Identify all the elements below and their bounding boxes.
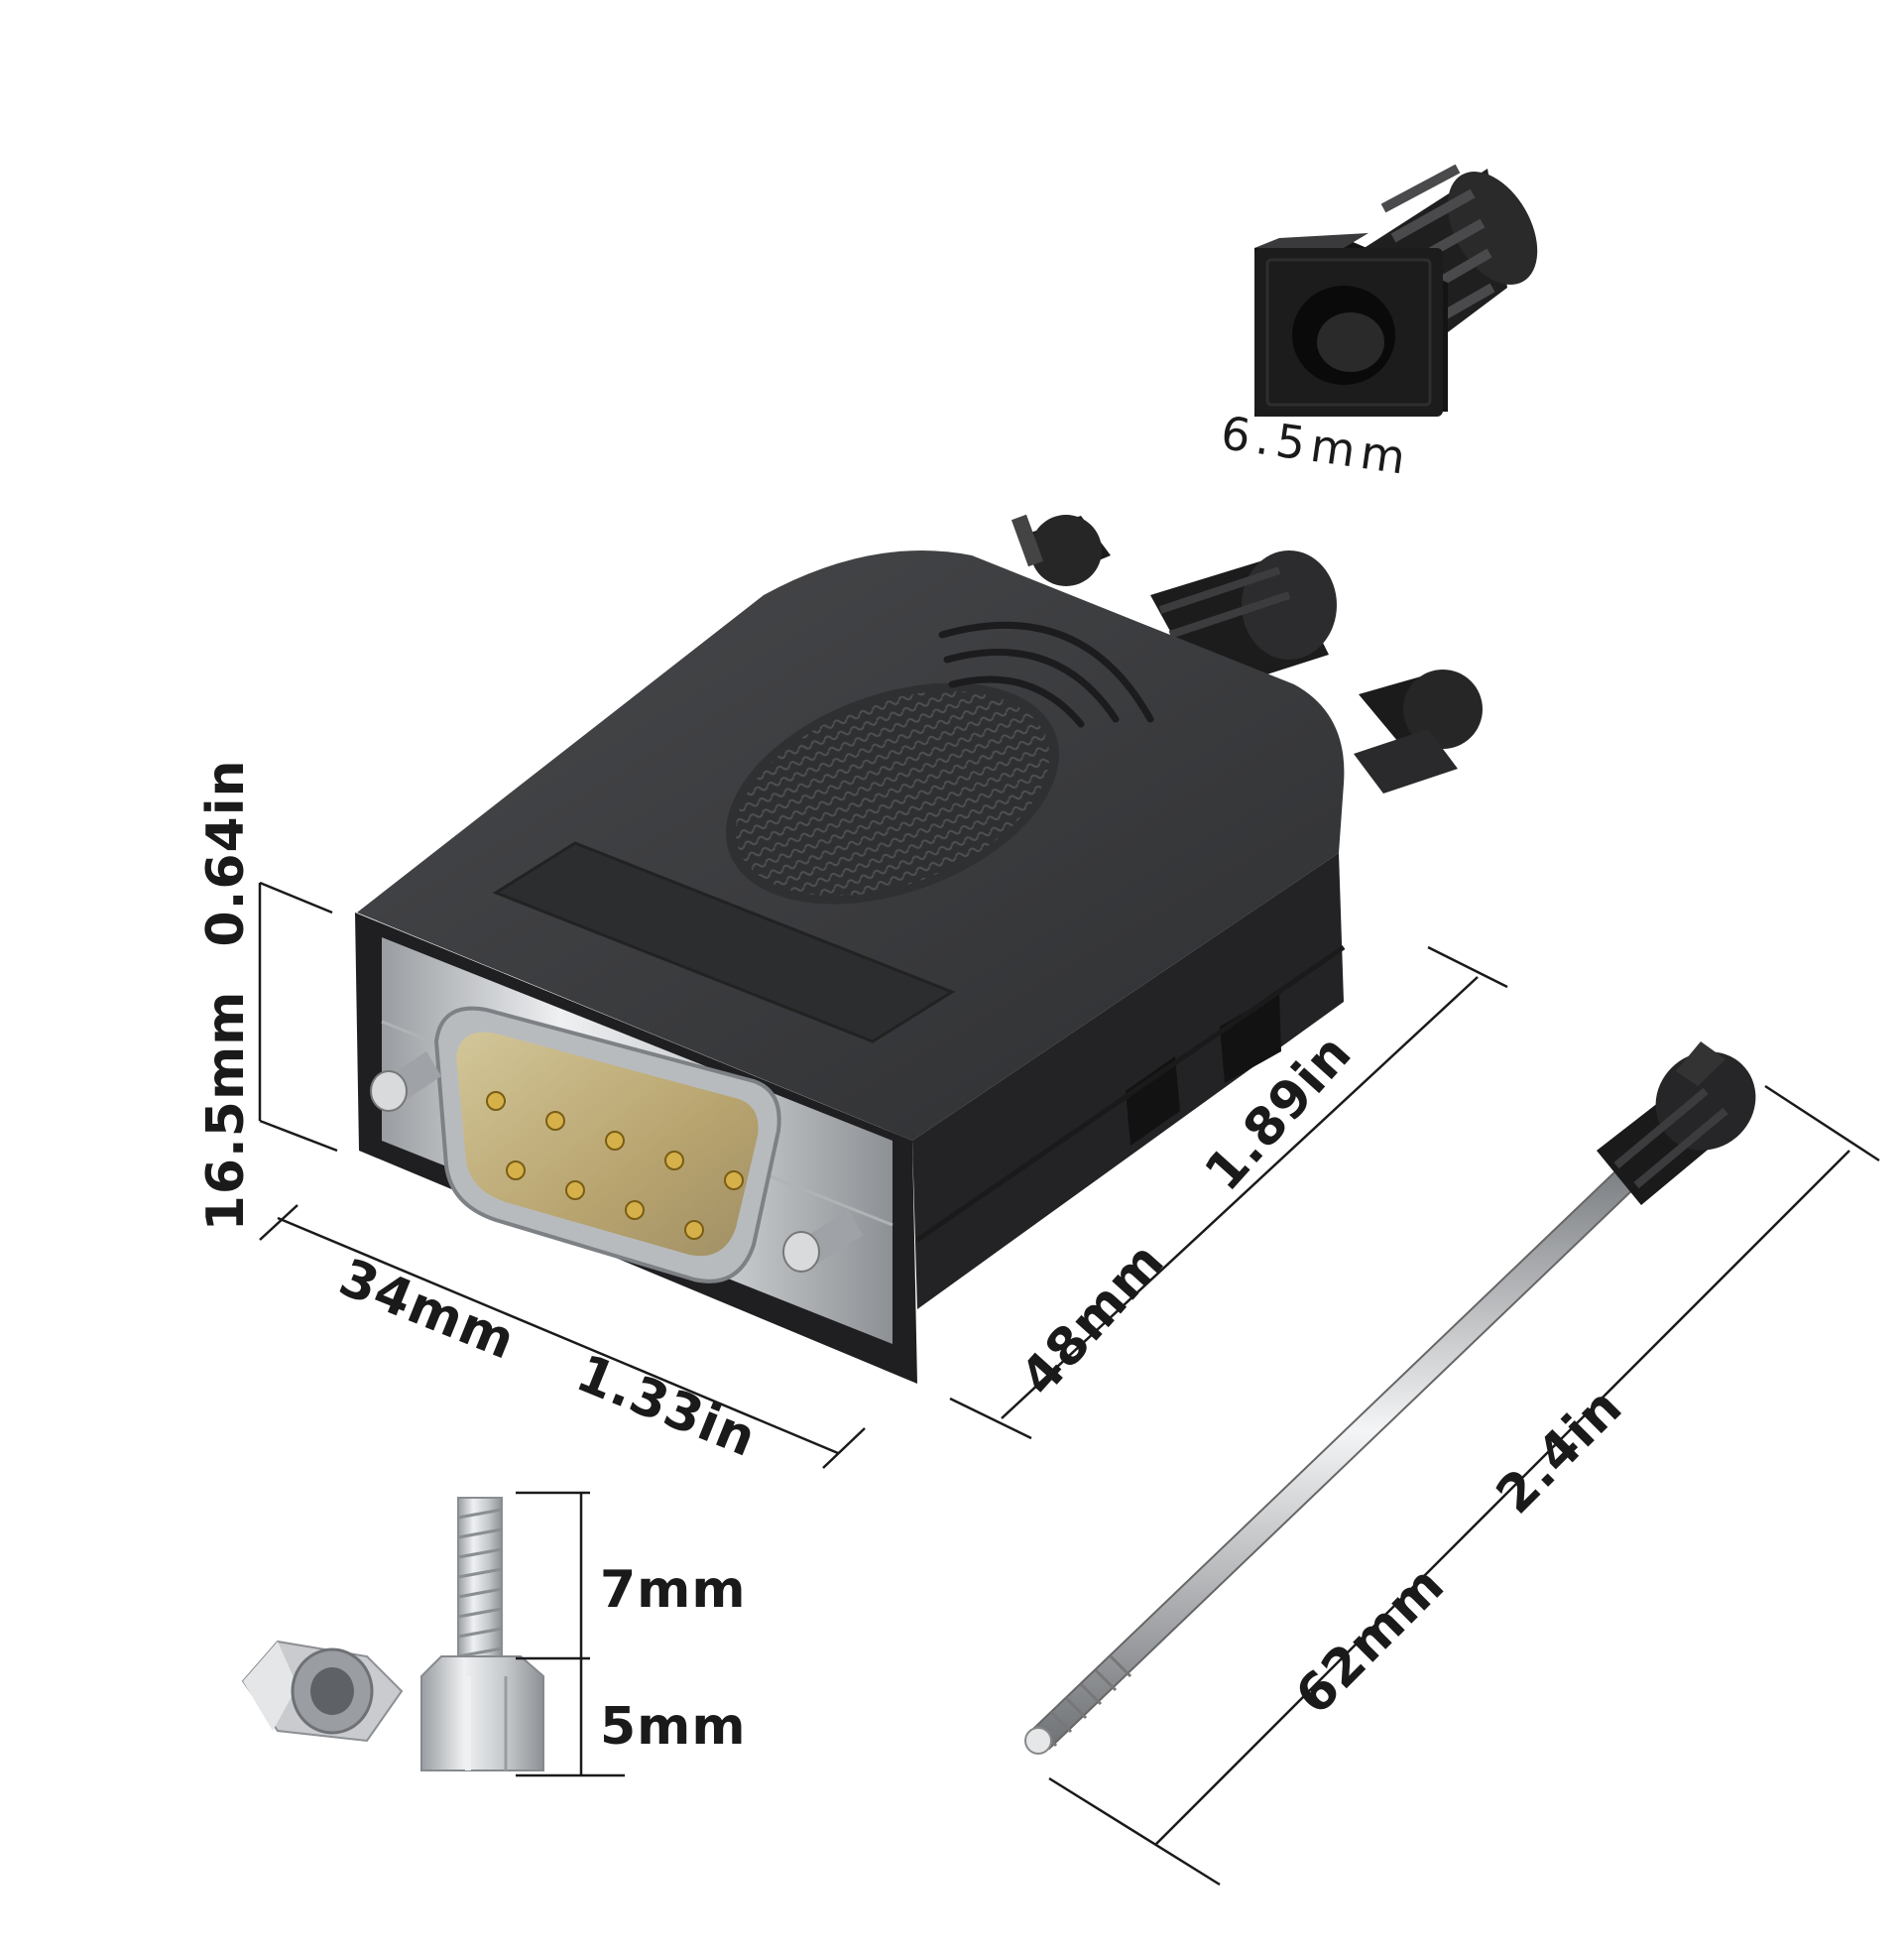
screw-in-label: 2.4in [1486,1377,1634,1525]
standoff-hex-label: 5mm [600,1697,747,1757]
gold-pins [486,1091,744,1240]
jackscrew-right [782,1210,863,1273]
signal-arc-logo [938,621,1154,728]
housing-side [912,853,1344,1309]
jackscrew-left [370,1051,441,1112]
height-dimension [258,881,338,1153]
grommet-dimension-label: 6.5mm [1218,406,1414,485]
length-mm-label: 48mm [1010,1231,1176,1406]
screw-mm-label: 62mm [1284,1555,1456,1727]
length-dimension [949,945,1508,1440]
width-in-label: 1.33in [568,1344,765,1469]
rear-thumbscrew-right [1354,670,1483,793]
height-mm-label: 16.5mm [196,991,256,1232]
screw-length-dimension [1048,1084,1880,1887]
grommet-flange [1254,233,1448,417]
height-in-label: 0.64in [196,759,256,946]
long-thumbscrew [1024,1041,1756,1755]
rear-thumbscrew-left [1011,514,1111,586]
db9-connector-housing [355,514,1483,1384]
screw-knob [1597,1041,1756,1205]
hex-standoff-standing [420,1497,544,1771]
standoff-thread-label: 7mm [600,1560,747,1620]
hex-standoff-lying [241,1640,404,1743]
width-mm-label: 34mm [331,1248,524,1372]
standoff-dimension [516,1491,625,1777]
width-dimension [259,1204,866,1469]
cable-grommet [1254,164,1538,417]
label-recess [492,841,956,1043]
